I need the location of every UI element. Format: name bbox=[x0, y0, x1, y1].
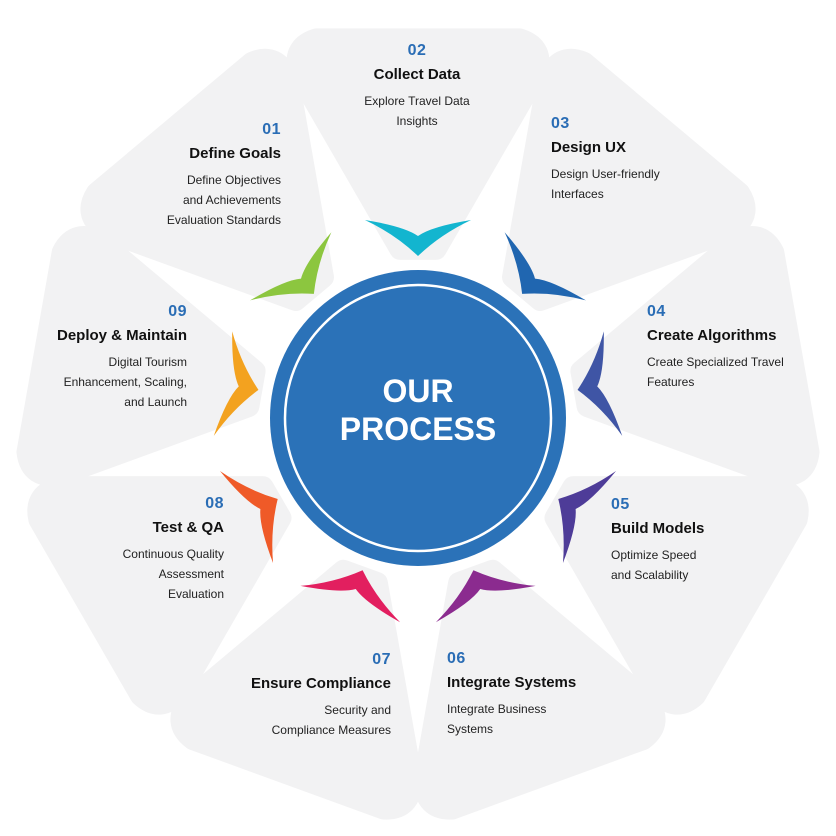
step-description-line: Evaluation bbox=[167, 587, 224, 601]
step-description-line: and Achievements bbox=[182, 193, 281, 207]
step-09: 09 Deploy & Maintain Digital Tourism Enh… bbox=[0, 303, 187, 412]
arrow-chevron-06 bbox=[435, 570, 536, 623]
step-description: Explore Travel Data Insights bbox=[322, 91, 512, 131]
center-circle bbox=[270, 270, 566, 566]
petal-05 bbox=[544, 476, 809, 715]
petal-04 bbox=[570, 226, 820, 487]
step-description-line: Compliance Measures bbox=[271, 723, 391, 737]
step-description-line: Optimize Speed bbox=[611, 548, 697, 562]
step-description: Create Specialized Travel Features bbox=[647, 352, 836, 392]
petal-03 bbox=[502, 48, 756, 311]
step-number: 07 bbox=[372, 651, 391, 668]
step-description: Integrate Business Systems bbox=[447, 699, 637, 739]
step-description-line: Security and bbox=[324, 703, 391, 717]
step-description-line: Interfaces bbox=[551, 187, 604, 201]
center-circle-ring bbox=[283, 283, 553, 553]
step-description-line: and Scalability bbox=[611, 568, 689, 582]
step-description: Continuous Quality Assessment Evaluation bbox=[34, 544, 224, 604]
step-number: 08 bbox=[205, 495, 224, 512]
step-number: 02 bbox=[407, 42, 427, 59]
step-description-line: Assessment bbox=[158, 567, 224, 581]
arrow-chevron-05 bbox=[558, 471, 617, 563]
step-description: Optimize Speed and Scalability bbox=[611, 545, 801, 585]
petal-08 bbox=[27, 476, 292, 715]
petal-07 bbox=[170, 559, 423, 820]
step-description-line: Explore Travel Data bbox=[364, 94, 470, 108]
arrow-chevron-01 bbox=[250, 232, 332, 301]
step-description-line: Enhancement, Scaling, bbox=[63, 375, 187, 389]
step-title: Integrate Systems bbox=[447, 674, 577, 691]
petal-06 bbox=[413, 559, 666, 820]
step-description-line: Systems bbox=[447, 722, 494, 736]
petal-09 bbox=[16, 226, 266, 487]
step-title: Ensure Compliance bbox=[250, 675, 391, 692]
arrow-chevron-07 bbox=[300, 570, 401, 623]
step-description-line: Features bbox=[647, 375, 695, 389]
step-04: 04 Create Algorithms Create Specialized … bbox=[647, 303, 836, 392]
step-title: Define Goals bbox=[189, 145, 281, 162]
petal-01 bbox=[80, 48, 334, 311]
step-title: Collect Data bbox=[373, 66, 461, 83]
step-title: Deploy & Maintain bbox=[56, 327, 187, 344]
step-description-line: Create Specialized Travel bbox=[647, 355, 784, 369]
step-number: 06 bbox=[447, 650, 466, 667]
step-description: Digital Tourism Enhancement, Scaling, an… bbox=[0, 352, 187, 412]
step-description-line: Design User-friendly bbox=[551, 167, 660, 181]
step-description-line: Integrate Business bbox=[447, 702, 547, 716]
center-label-line2: PROCESS bbox=[339, 411, 497, 447]
center-label: OUR PROCESS bbox=[300, 372, 536, 448]
arrow-chevron-04 bbox=[577, 331, 623, 436]
step-01: 01 Define Goals Define Objectives and Ac… bbox=[91, 121, 281, 230]
step-number: 01 bbox=[262, 121, 281, 138]
step-number: 09 bbox=[168, 303, 187, 320]
step-08: 08 Test & QA Continuous Quality Assessme… bbox=[34, 495, 224, 604]
arrow-chevron-08 bbox=[219, 471, 278, 563]
step-description-line: Digital Tourism bbox=[108, 355, 187, 369]
arrow-chevron-09 bbox=[213, 331, 259, 436]
step-number: 03 bbox=[551, 115, 570, 132]
arrow-chevron-03 bbox=[504, 232, 586, 301]
step-05: 05 Build Models Optimize Speed and Scala… bbox=[611, 496, 801, 585]
step-number: 04 bbox=[647, 303, 666, 320]
petal-group bbox=[16, 28, 820, 820]
center-label-line1: OUR bbox=[382, 373, 454, 409]
step-title: Create Algorithms bbox=[647, 327, 777, 344]
step-06: 06 Integrate Systems Integrate Business … bbox=[447, 650, 637, 739]
step-description-line: Continuous Quality bbox=[122, 547, 224, 561]
step-description-line: Insights bbox=[396, 114, 438, 128]
step-description-line: and Launch bbox=[124, 395, 187, 409]
step-03: 03 Design UX Design User-friendly Interf… bbox=[551, 115, 741, 204]
arrow-group bbox=[213, 219, 623, 623]
step-number: 05 bbox=[611, 496, 630, 513]
step-02: 02 Collect Data Explore Travel Data Insi… bbox=[322, 42, 512, 131]
step-description-line: Evaluation Standards bbox=[166, 213, 281, 227]
step-title: Test & QA bbox=[152, 519, 224, 536]
step-title: Design UX bbox=[551, 139, 627, 156]
step-07: 07 Ensure Compliance Security and Compli… bbox=[201, 651, 391, 740]
step-description: Design User-friendly Interfaces bbox=[551, 164, 741, 204]
step-title: Build Models bbox=[611, 520, 705, 537]
arrow-chevron-02 bbox=[364, 219, 472, 256]
step-description-line: Define Objectives bbox=[186, 173, 281, 187]
petal-02 bbox=[286, 28, 550, 260]
step-description: Define Objectives and Achievements Evalu… bbox=[91, 170, 281, 230]
step-description: Security and Compliance Measures bbox=[201, 700, 391, 740]
